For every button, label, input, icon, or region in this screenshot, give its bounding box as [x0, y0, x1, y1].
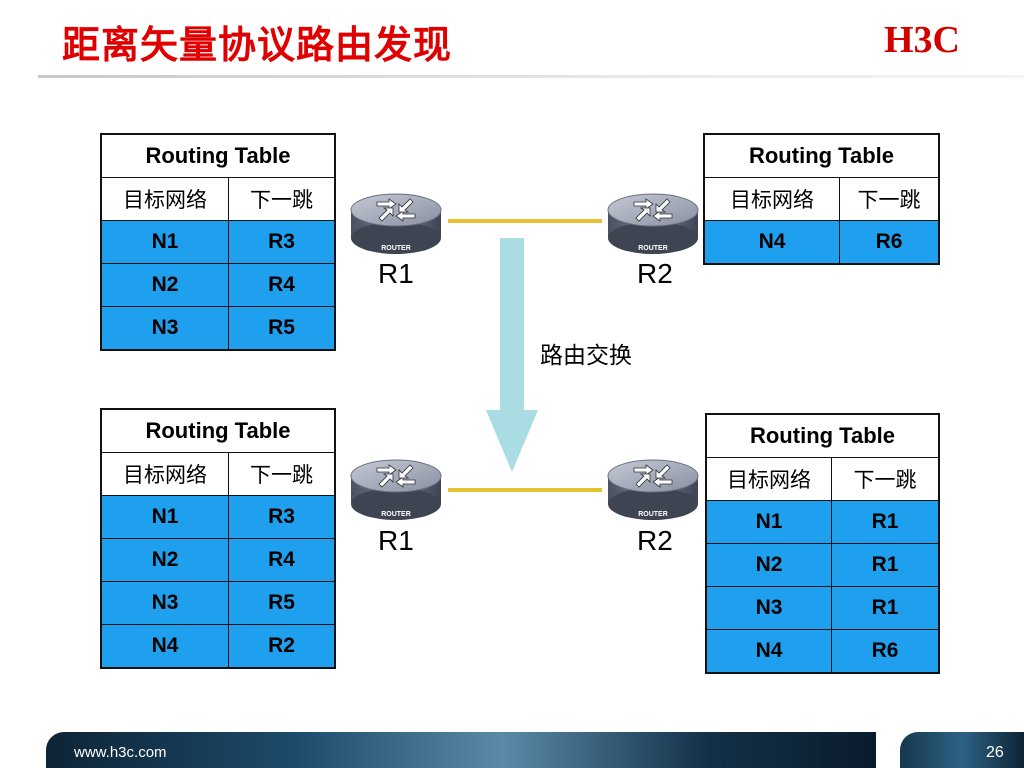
- destination-cell: N1: [705, 500, 832, 544]
- table-title: Routing Table: [100, 133, 336, 178]
- column-header-destination: 目标网络: [705, 457, 832, 501]
- next-hop-cell: R1: [831, 543, 940, 587]
- table-row: N4 R6: [703, 220, 940, 265]
- table-row: N1 R1: [705, 500, 940, 544]
- destination-cell: N3: [705, 586, 832, 630]
- table-title: Routing Table: [100, 408, 336, 453]
- router-icon-text: ROUTER: [381, 245, 411, 252]
- destination-cell: N1: [100, 495, 229, 539]
- h3c-logo: H3C: [884, 19, 960, 61]
- next-hop-cell: R6: [839, 220, 940, 265]
- next-hop-cell: R5: [228, 306, 336, 351]
- table-row: N3 R5: [100, 306, 336, 351]
- column-header-destination: 目标网络: [703, 177, 840, 221]
- r2-label-before: R2: [637, 258, 673, 289]
- route-exchange-label: 路由交换: [540, 343, 632, 369]
- slide-title: 距离矢量协议路由发现: [62, 14, 452, 69]
- next-hop-cell: R6: [831, 629, 940, 674]
- next-hop-cell: R5: [228, 581, 336, 625]
- next-hop-cell: R4: [228, 538, 336, 582]
- link-r1-r2-after: [448, 488, 602, 492]
- page-number: 26: [986, 744, 1004, 761]
- next-hop-cell: R2: [228, 624, 336, 669]
- title-strong: 距离矢量: [62, 23, 219, 67]
- r1-routing-table-after: Routing Table 目标网络 下一跳 N1 R3 N2 R4 N3 R5…: [100, 408, 336, 669]
- r1-routing-table-before: Routing Table 目标网络 下一跳 N1 R3 N2 R4 N3 R5: [100, 133, 336, 351]
- r2-routing-table-after: Routing Table 目标网络 下一跳 N1 R1 N2 R1 N3 R1…: [705, 413, 940, 674]
- table-row: N2 R1: [705, 543, 940, 587]
- next-hop-cell: R3: [228, 495, 336, 539]
- destination-cell: N3: [100, 306, 229, 351]
- column-header-destination: 目标网络: [100, 177, 229, 221]
- router-icon-text: ROUTER: [638, 245, 668, 252]
- router-r2-before-icon: ROUTER: [607, 193, 699, 254]
- r2-label-after: R2: [637, 525, 673, 556]
- column-header-next-hop: 下一跳: [228, 452, 336, 496]
- router-r1-after-icon: ROUTER: [350, 459, 442, 520]
- destination-cell: N2: [100, 263, 229, 307]
- footer-banner: [46, 732, 876, 768]
- router-icon-text: ROUTER: [381, 511, 411, 518]
- destination-cell: N2: [705, 543, 832, 587]
- table-row: N3 R5: [100, 581, 336, 625]
- destination-cell: N4: [705, 629, 832, 674]
- table-title: Routing Table: [703, 133, 940, 178]
- column-header-next-hop: 下一跳: [831, 457, 940, 501]
- down-arrow-icon: [486, 238, 538, 472]
- column-header-destination: 目标网络: [100, 452, 229, 496]
- r1-label-before: R1: [378, 258, 414, 289]
- table-row: N4 R2: [100, 624, 336, 669]
- table-row: N1 R3: [100, 220, 336, 264]
- column-header-next-hop: 下一跳: [228, 177, 336, 221]
- destination-cell: N2: [100, 538, 229, 582]
- column-header-next-hop: 下一跳: [839, 177, 940, 221]
- link-r1-r2-before: [448, 219, 602, 223]
- router-icon-text: ROUTER: [638, 511, 668, 518]
- router-r2-after-icon: ROUTER: [607, 459, 699, 520]
- table-row: N2 R4: [100, 538, 336, 582]
- title-divider: [38, 75, 1024, 78]
- table-row: N4 R6: [705, 629, 940, 674]
- next-hop-cell: R4: [228, 263, 336, 307]
- destination-cell: N4: [703, 220, 840, 265]
- next-hop-cell: R1: [831, 586, 940, 630]
- r1-label-after: R1: [378, 525, 414, 556]
- table-title: Routing Table: [705, 413, 940, 458]
- footer-url: www.h3c.com: [74, 744, 167, 761]
- destination-cell: N1: [100, 220, 229, 264]
- footer-right-banner: [900, 732, 1024, 768]
- router-r1-before-icon: ROUTER: [350, 193, 442, 254]
- next-hop-cell: R1: [831, 500, 940, 544]
- destination-cell: N4: [100, 624, 229, 669]
- table-row: N3 R1: [705, 586, 940, 630]
- destination-cell: N3: [100, 581, 229, 625]
- table-row: N2 R4: [100, 263, 336, 307]
- next-hop-cell: R3: [228, 220, 336, 264]
- table-row: N1 R3: [100, 495, 336, 539]
- r2-routing-table-before: Routing Table 目标网络 下一跳 N4 R6: [703, 133, 940, 265]
- title-rest: 协议路由发现: [218, 23, 453, 67]
